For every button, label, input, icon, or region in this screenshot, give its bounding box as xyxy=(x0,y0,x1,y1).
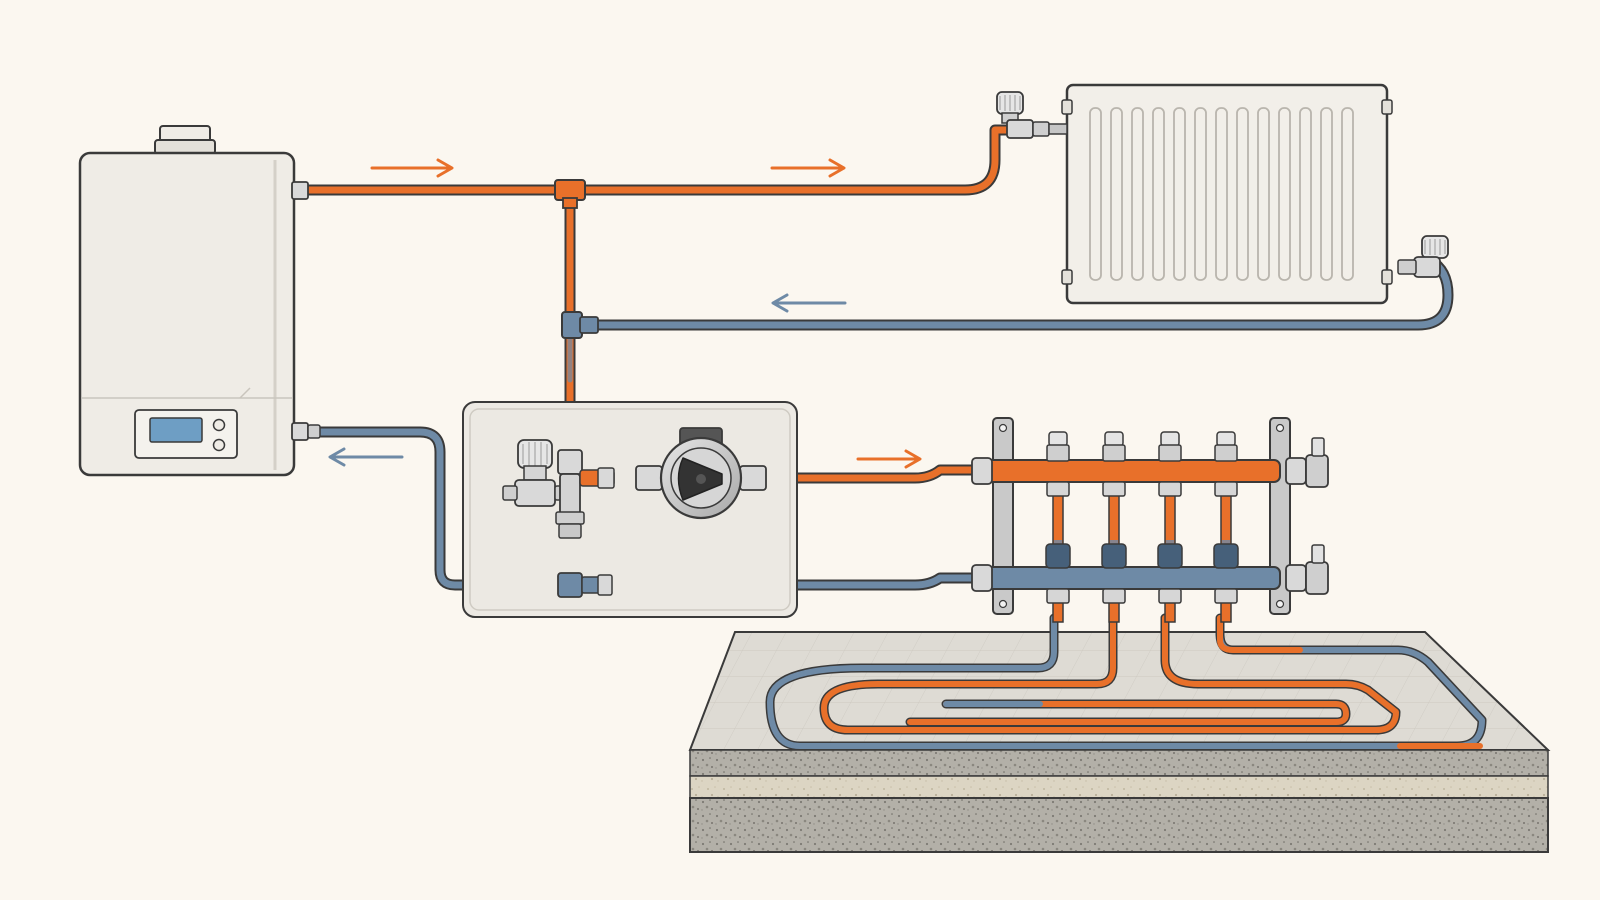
radiator-fin xyxy=(1299,107,1312,281)
manifold-loop-port xyxy=(1213,431,1239,604)
manifold-icon xyxy=(971,417,1329,623)
tee-fitting-supply xyxy=(554,179,586,209)
radiator-fin xyxy=(1110,107,1123,281)
radiator-fin xyxy=(1215,107,1228,281)
manifold-loop-port xyxy=(1157,431,1183,604)
manifold-vent-valve-top xyxy=(1305,437,1329,488)
floor-slab xyxy=(688,631,1551,853)
radiator-fin xyxy=(1131,107,1144,281)
radiator-fin xyxy=(1320,107,1333,281)
radiator-fin xyxy=(1152,107,1165,281)
radiator-fin xyxy=(1194,107,1207,281)
mixing-unit xyxy=(462,401,798,618)
arrow-supply-1 xyxy=(370,158,454,178)
arrow-supply-3 xyxy=(856,449,922,469)
floor-loop-icon xyxy=(765,613,1487,751)
manifold-vent-valve-bottom xyxy=(1305,544,1329,595)
radiator-thermostatic-valve-icon xyxy=(996,91,1068,139)
arrow-return-2 xyxy=(328,447,404,467)
radiator-fin xyxy=(1236,107,1249,281)
manifold-loop-port xyxy=(1101,431,1127,604)
radiator-fin xyxy=(1278,107,1291,281)
boiler-control-panel xyxy=(134,409,238,459)
arrow-return-1 xyxy=(771,293,847,313)
manifold-loop-port xyxy=(1045,431,1071,604)
pump-icon xyxy=(635,427,767,520)
radiator-icon xyxy=(1061,83,1393,305)
radiator-fin xyxy=(1257,107,1270,281)
radiator-lockshield-valve-icon xyxy=(1397,235,1449,278)
tee-fitting-return xyxy=(561,311,599,339)
tee-fitting-bypass-return xyxy=(557,572,613,598)
flow-arrows xyxy=(328,158,922,469)
boiler-icon xyxy=(78,125,321,477)
radiator-fin xyxy=(1089,107,1102,281)
radiator-fin xyxy=(1341,107,1354,281)
arrow-supply-2 xyxy=(770,158,846,178)
mixing-valve-icon xyxy=(502,439,615,539)
radiator-fin xyxy=(1173,107,1186,281)
